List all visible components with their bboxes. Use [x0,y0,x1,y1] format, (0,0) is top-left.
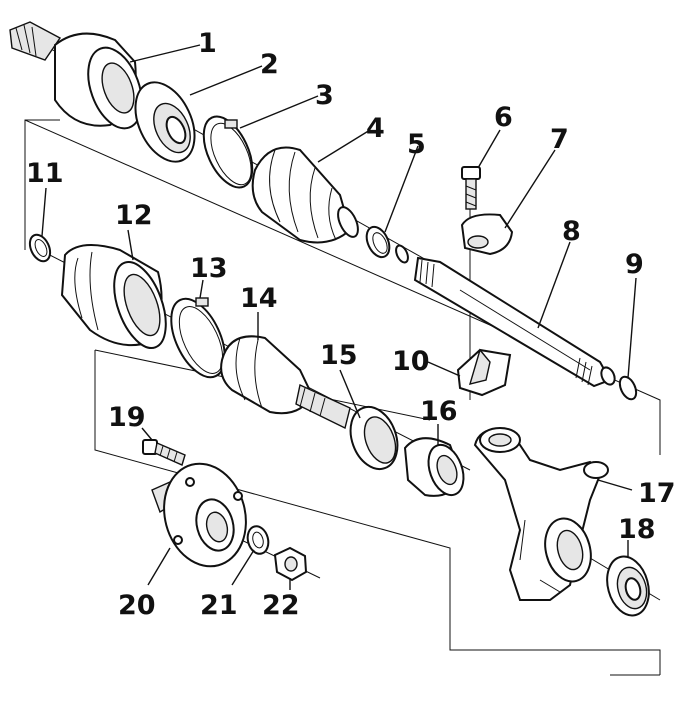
circlip-shaft-end [600,366,638,401]
wheel-bearing [403,437,465,497]
callout-13: 13 [190,253,228,284]
callout-16: 16 [420,396,458,427]
outer-cv-joint [9,21,143,130]
circlip-inner [28,233,52,263]
callout-labels: 1 2 3 4 5 6 7 8 9 10 11 12 13 14 15 16 1… [26,28,676,621]
callout-3: 3 [315,80,334,111]
callout-22: 22 [262,590,300,621]
callout-12: 12 [115,200,153,231]
knuckle-seal [606,555,650,617]
callout-18: 18 [618,514,656,545]
outer-cv-boot [251,146,359,244]
callout-6: 6 [494,102,513,133]
callout-17: 17 [638,478,676,509]
callout-19: 19 [108,402,146,433]
callout-1: 1 [198,28,217,59]
callout-7: 7 [550,124,569,155]
callout-15: 15 [320,340,358,371]
leader-lines [41,44,637,590]
callout-2: 2 [260,49,279,80]
callout-4: 4 [366,113,385,144]
boot-clamp-outer [202,115,254,189]
bracket-bolt [461,166,481,210]
dust-shield [134,81,196,163]
inner-cv-boot [220,335,351,430]
inner-cv-joint [60,244,167,349]
boot-clamp-small [365,225,409,264]
callout-10: 10 [392,346,430,377]
callout-8: 8 [562,216,581,247]
bearing-bracket-lower [456,348,512,397]
callout-14: 14 [240,283,278,314]
callout-21: 21 [200,590,238,621]
steering-knuckle [473,427,609,601]
wheel-stud [142,439,186,466]
thrust-washer [246,525,270,555]
wheel-hub [151,462,247,568]
callout-5: 5 [407,129,426,160]
callout-9: 9 [625,249,644,280]
boot-clamp-inner [170,297,226,379]
bearing-cap-upper [460,213,514,256]
callout-11: 11 [26,158,64,189]
callout-20: 20 [118,590,156,621]
oil-seal [349,406,399,470]
intermediate-shaft [413,256,612,388]
hub-nut [273,546,308,582]
